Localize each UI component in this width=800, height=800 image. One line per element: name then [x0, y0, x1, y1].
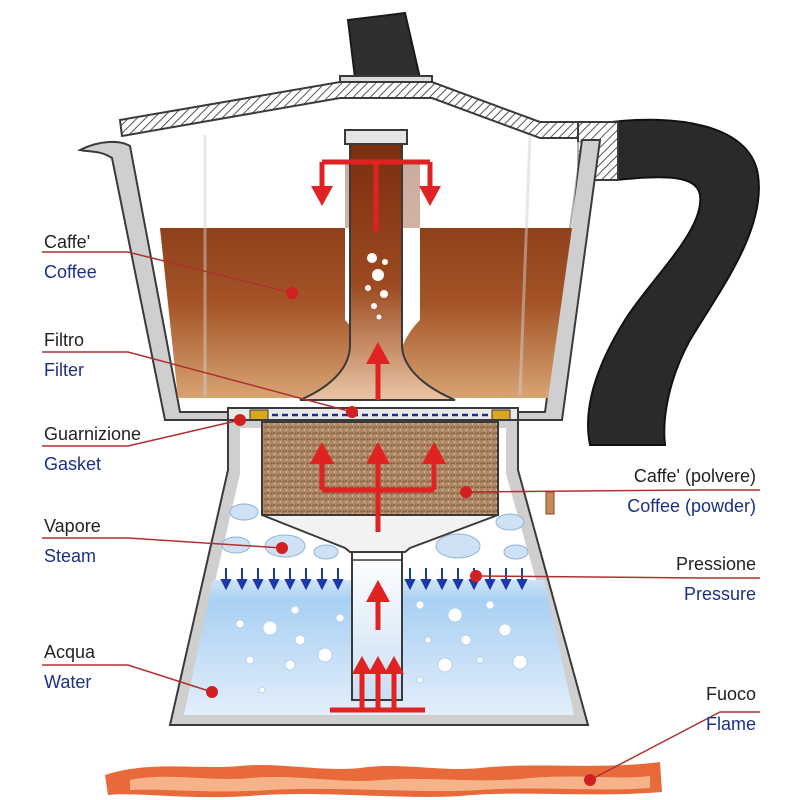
label-pressure-en: Pressure	[683, 584, 756, 604]
label-steam-en: Steam	[44, 546, 97, 566]
pressure-arrow	[300, 568, 312, 591]
label-coffee-powder-it: Caffe' (polvere)	[633, 466, 756, 486]
chimney	[299, 129, 456, 401]
label-coffee-powder-en: Coffee (powder)	[627, 496, 756, 516]
filter-and-gasket	[227, 407, 519, 423]
leader-dots	[206, 287, 596, 786]
label-flame: Fuoco Flame	[706, 684, 756, 734]
label-water-en: Water	[44, 672, 92, 692]
label-steam-it: Vapore	[44, 516, 101, 536]
steam-clouds	[221, 503, 529, 560]
upper-chamber	[77, 134, 602, 421]
label-coffee-powder: Caffe' (polvere) Coffee (powder)	[627, 466, 756, 516]
label-pressure-it: Pressione	[675, 554, 756, 574]
label-filter: Filtro Filter	[44, 330, 84, 380]
flame	[105, 762, 662, 798]
label-gasket: Guarnizione Gasket	[44, 424, 141, 474]
handle	[577, 118, 760, 446]
label-coffee-it: Caffe'	[44, 232, 91, 252]
pressure-arrow	[404, 568, 416, 591]
label-filter-it: Filtro	[44, 330, 84, 350]
pressure-arrow	[236, 568, 248, 591]
pressure-arrow	[420, 568, 432, 591]
pressure-arrow	[268, 568, 280, 591]
pressure-arrow	[252, 568, 264, 591]
leader-lines	[42, 251, 760, 781]
water-bubbles	[235, 600, 528, 694]
pressure-arrow	[332, 568, 344, 591]
label-gasket-it: Guarnizione	[44, 424, 142, 444]
pressure-arrow	[516, 568, 528, 591]
pressure-arrow	[284, 568, 296, 591]
pressure-arrow	[452, 568, 464, 591]
pressure-arrows	[220, 568, 528, 591]
flow-arrows	[310, 159, 446, 713]
label-water-it: Acqua	[44, 642, 96, 662]
label-filter-en: Filter	[44, 360, 84, 380]
label-steam: Vapore Steam	[44, 516, 101, 566]
pressure-arrow	[436, 568, 448, 591]
label-gasket-en: Gasket	[44, 454, 102, 474]
label-coffee: Caffe' Coffee	[44, 232, 97, 282]
label-flame-it: Fuoco	[705, 684, 756, 704]
pressure-arrow	[500, 568, 512, 591]
label-pressure: Pressione Pressure	[676, 554, 756, 604]
label-coffee-en: Coffee	[44, 262, 97, 282]
label-flame-en: Flame	[705, 714, 756, 734]
pressure-arrow	[316, 568, 328, 591]
pressure-arrow	[484, 568, 496, 591]
pressure-arrow	[220, 568, 232, 591]
label-water: Acqua Water	[44, 642, 95, 692]
lid-knob	[339, 11, 433, 85]
